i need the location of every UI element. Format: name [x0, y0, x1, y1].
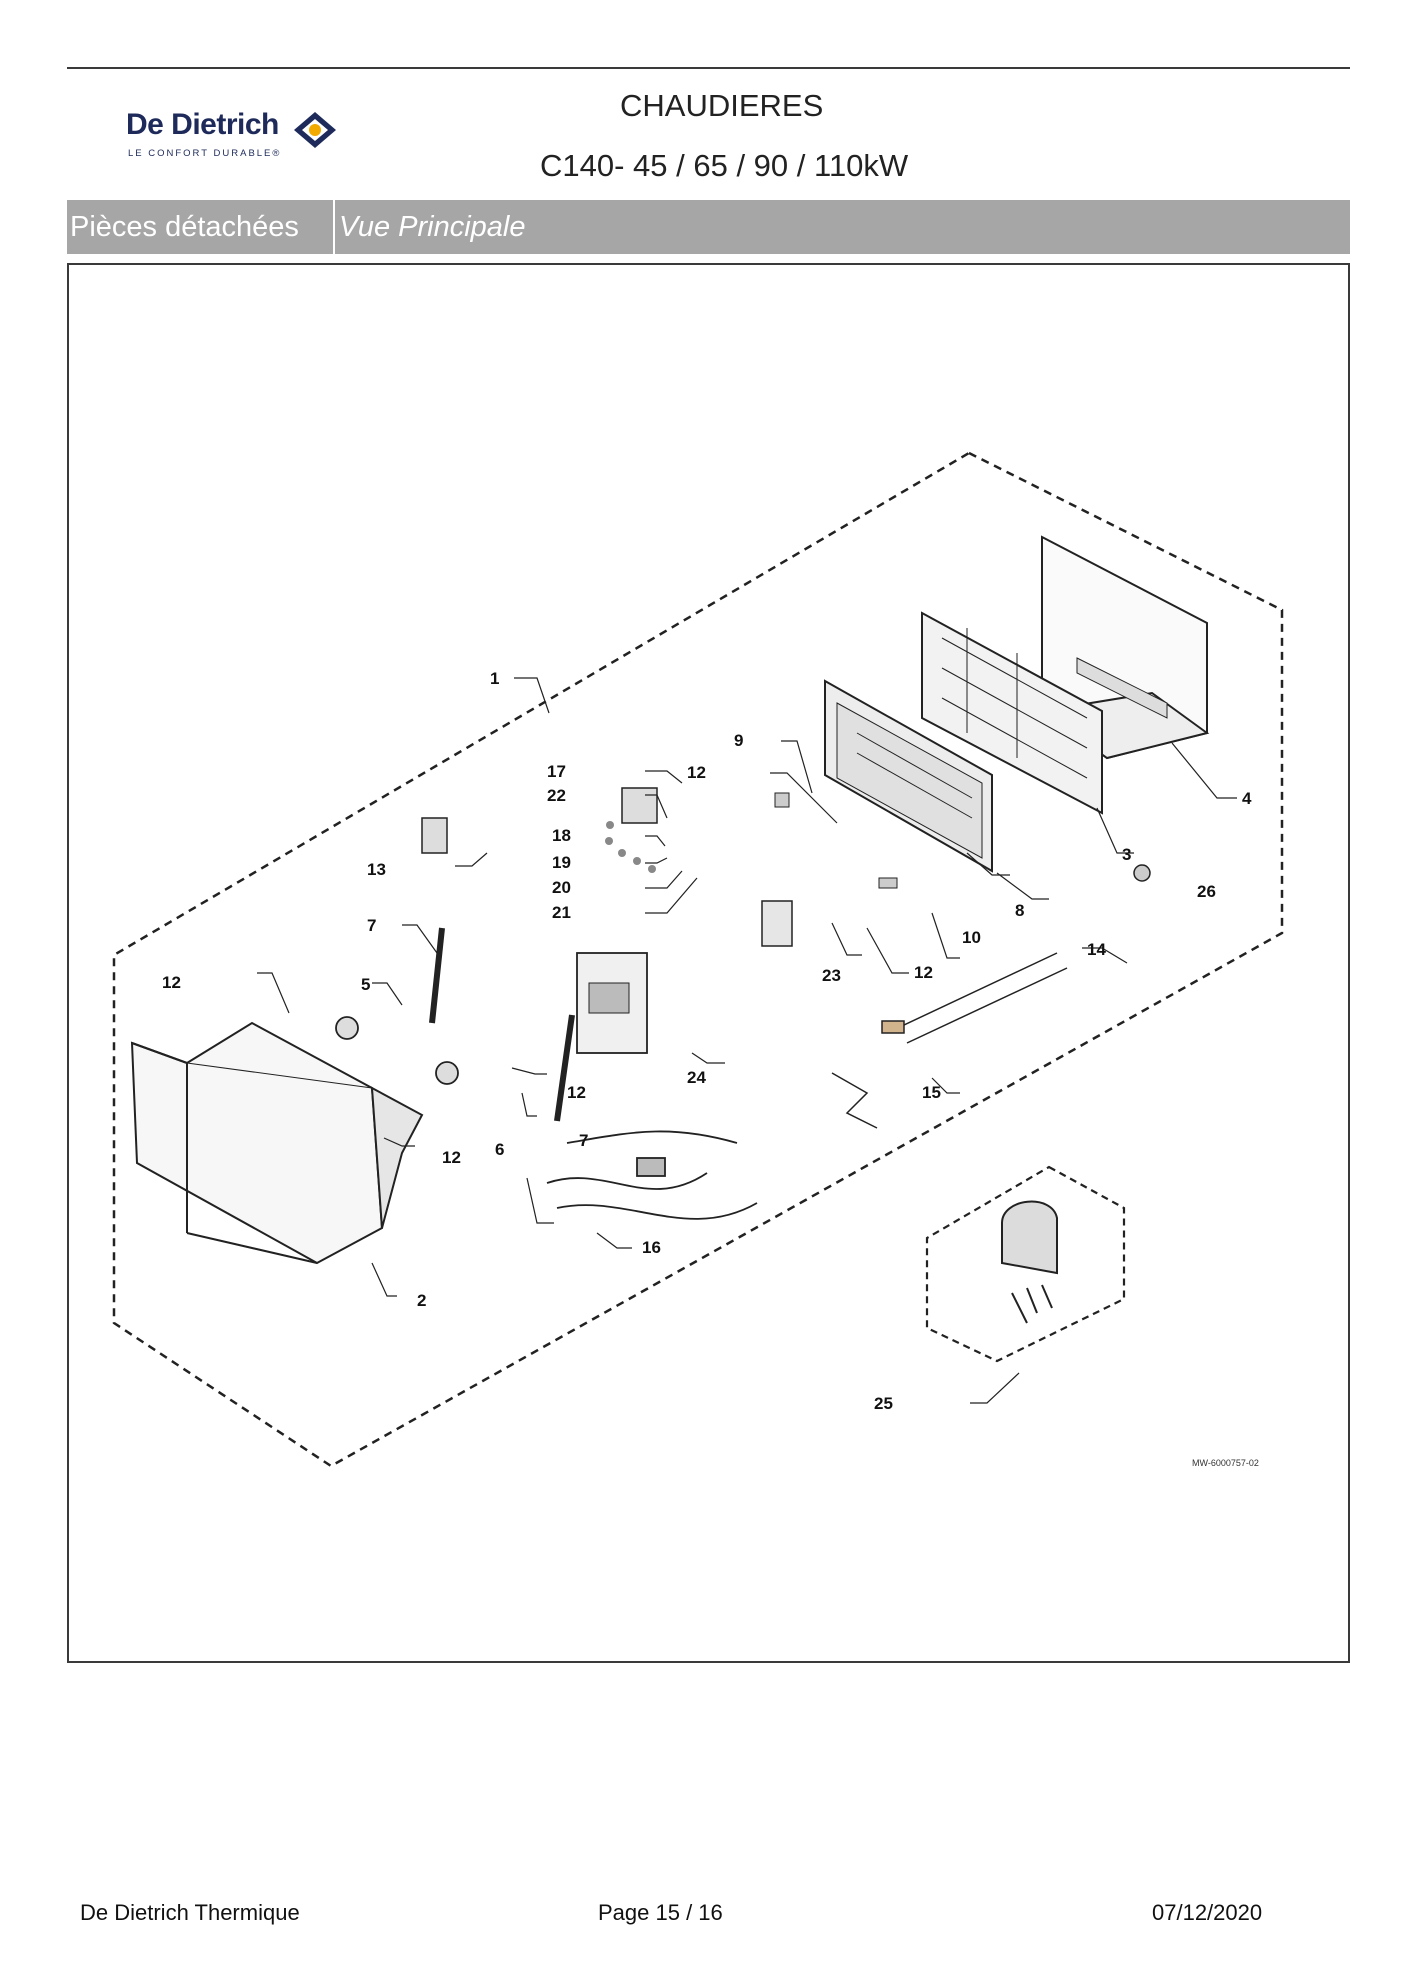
part-5-knob [335, 1016, 359, 1040]
callout-12b: 12 [914, 963, 933, 982]
callout-12d: 12 [442, 1148, 461, 1167]
callout-2: 2 [417, 1291, 426, 1310]
callout-25: 25 [874, 1394, 893, 1413]
callout-labels: 1 2 3 4 5 6 7 7 8 9 10 12 12 12 12 12 13… [162, 669, 1252, 1413]
part-14-harness [881, 952, 1068, 1044]
callout-24: 24 [687, 1068, 706, 1087]
callout-15: 15 [922, 1083, 941, 1102]
document-title: CHAUDIERES [620, 88, 824, 123]
part-19-clip [618, 849, 626, 857]
assembly-outline [112, 451, 1284, 1468]
callout-12e: 12 [567, 1083, 586, 1102]
part-10-clip [878, 877, 898, 889]
part-26-sensor [1133, 864, 1151, 882]
footer-date: 07/12/2020 [1152, 1900, 1263, 1925]
brand-name: De Dietrich [126, 108, 279, 141]
part-23-board [761, 900, 793, 947]
callout-13: 13 [367, 860, 386, 879]
part-15-harness [831, 1072, 878, 1129]
callout-14: 14 [1087, 940, 1106, 959]
part-7-connector-b [554, 1014, 575, 1122]
accessory-outline [925, 1165, 1126, 1363]
part-16-harness [546, 1130, 758, 1220]
part-17-plate [621, 787, 658, 824]
drawing-id: MW-6000757-02 [1192, 1458, 1259, 1468]
callout-10: 10 [962, 928, 981, 947]
part-7-connector-a [429, 927, 445, 1024]
callout-26: 26 [1197, 882, 1216, 901]
brand-logo: De Dietrich LE CONFORT DURABLE® [126, 108, 366, 168]
callout-19: 19 [552, 853, 571, 872]
callout-18: 18 [552, 826, 571, 845]
part-22-clip [606, 821, 614, 829]
callout-5: 5 [361, 975, 370, 994]
part-24-screen [588, 982, 630, 1014]
callout-8: 8 [1015, 901, 1024, 920]
callout-23: 23 [822, 966, 841, 985]
callout-leaders [257, 677, 1237, 1404]
section-bar: Pièces détachées Vue Principale [67, 200, 1350, 254]
part-8-board-chassis [824, 679, 993, 873]
diagram-frame [67, 263, 1350, 1663]
callout-12a: 12 [687, 763, 706, 782]
part-20-clip [633, 857, 641, 865]
part-18-clip [605, 837, 613, 845]
footer-page: Page 15 / 16 [598, 1900, 723, 1925]
part-21-clip [648, 865, 656, 873]
footer-company: De Dietrich Thermique [80, 1900, 300, 1925]
callout-17: 17 [547, 762, 566, 781]
part-2-front-cover [130, 1021, 424, 1265]
part-3-panel-frame [921, 611, 1103, 815]
exploded-parts-diagram: 1 2 3 4 5 6 7 7 8 9 10 12 12 12 12 12 13… [112, 451, 1284, 1468]
callout-4: 4 [1242, 789, 1252, 808]
section-label: Pièces détachées [67, 200, 335, 254]
part-6-knob [435, 1061, 459, 1085]
view-label: Vue Principale [339, 211, 526, 243]
callout-1: 1 [490, 669, 499, 688]
part-13-bracket [421, 817, 448, 854]
brand-tagline: LE CONFORT DURABLE® [128, 148, 282, 159]
callout-3: 3 [1122, 845, 1131, 864]
model-range: C140- 45 / 65 / 90 / 110kW [540, 148, 909, 183]
diamond-logo-icon [294, 112, 336, 148]
callout-16: 16 [642, 1238, 661, 1257]
callout-9: 9 [734, 731, 743, 750]
part-25-cover [1001, 1200, 1058, 1324]
callout-7a: 7 [367, 916, 376, 935]
callout-7b: 7 [579, 1131, 588, 1150]
callout-20: 20 [552, 878, 571, 897]
callout-22: 22 [547, 786, 566, 805]
callout-6: 6 [495, 1140, 504, 1159]
top-rule [67, 67, 1350, 69]
callout-21: 21 [552, 903, 571, 922]
part-9-clip [774, 792, 790, 808]
callout-12c: 12 [162, 973, 181, 992]
